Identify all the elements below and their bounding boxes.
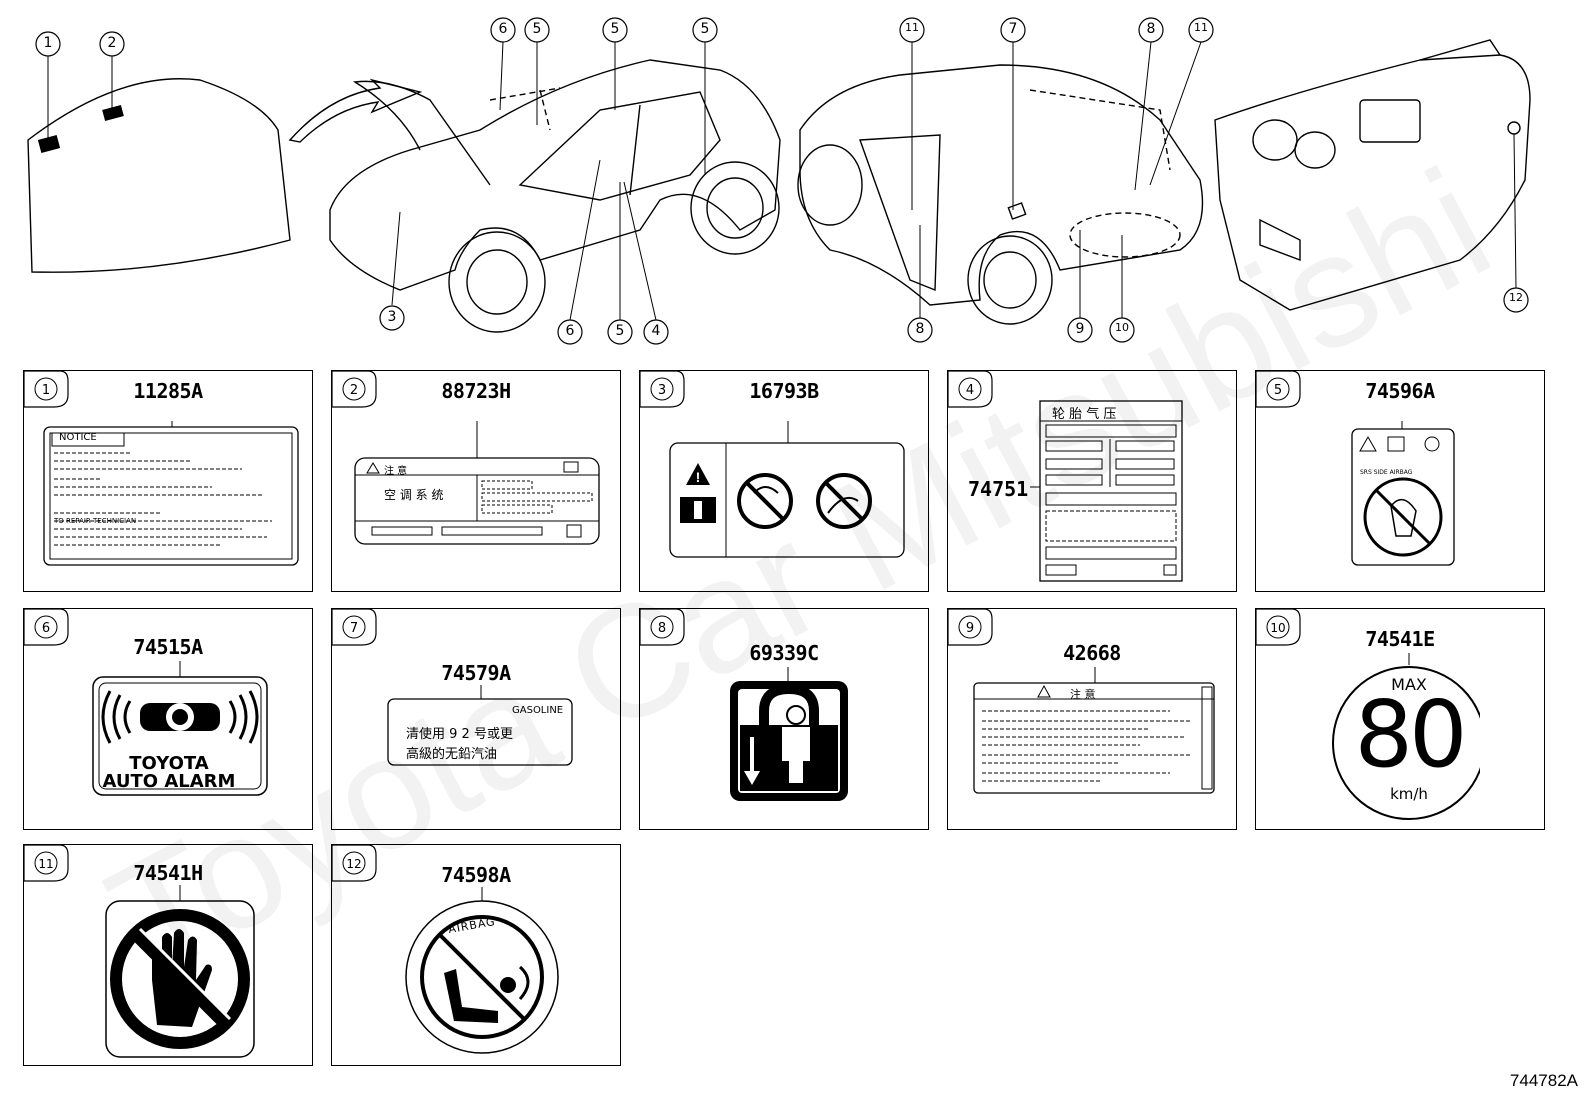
callout-number: 12 — [1509, 291, 1523, 304]
svg-text:1: 1 — [42, 383, 50, 398]
fuel-instruction-line2: 高級的无鉛汽油 — [406, 747, 498, 762]
index-badge: 3 — [640, 371, 685, 408]
part-number: 74596A — [1365, 379, 1435, 403]
svg-text:!: ! — [696, 469, 701, 485]
figure-reference: 744782A — [1509, 1071, 1578, 1090]
callout-number: 9 — [1075, 321, 1085, 337]
tire-pressure-title: 轮 胎 气 压 — [1052, 407, 1117, 422]
index-badge: 5 — [1256, 371, 1301, 408]
index-badge: 12 — [332, 845, 377, 882]
part-number: 69339C — [749, 641, 819, 665]
label-panel-1: 1 11285A NOTICE TO REPAIR TECHNICIAN — [23, 370, 313, 592]
label-panel-3: 3 16793B ! — [639, 370, 929, 592]
callout-number: 4 — [651, 323, 661, 339]
part-number: 42668 — [1063, 641, 1121, 665]
no-touch-label-art — [105, 885, 255, 1058]
svg-text:8: 8 — [658, 621, 666, 636]
index-badge: 11 — [24, 845, 69, 882]
label-panel-7: 7 74579A GASOLINE 清使用 9 2 号或更 高級的无鉛汽油 — [331, 608, 621, 830]
part-number: 88723H — [441, 379, 511, 403]
svg-text:7: 7 — [350, 621, 358, 636]
airbag-seat-label-art — [405, 887, 559, 1054]
part-number: 74598A — [441, 863, 511, 887]
srs-side-airbag-text: SRS SIDE AIRBAG — [1360, 469, 1413, 476]
part-number: 74751 — [968, 477, 1029, 501]
speed-value: 80 — [1354, 681, 1467, 788]
label-panel-5: 5 74596A SRS SIDE AIRBAG — [1255, 370, 1545, 592]
svg-text:12: 12 — [346, 857, 361, 871]
fuel-instruction-line1: 清使用 9 2 号或更 — [406, 727, 513, 742]
part-number: 74515A — [133, 635, 203, 659]
callout-number: 5 — [532, 21, 542, 37]
ac-label-art — [354, 421, 600, 545]
alarm-text-line2: AUTO ALARM — [102, 771, 236, 792]
index-badge: 2 — [332, 371, 377, 408]
part-number: 11285A — [133, 379, 203, 403]
label-panel-2: 2 88723H 注 意 空 调 系 统 — [331, 370, 621, 592]
svg-text:9: 9 — [966, 621, 974, 636]
vehicle-overview-illustration — [27, 17, 1531, 345]
label-panel-8: 8 69339C — [639, 608, 929, 830]
part-number: 74541H — [133, 861, 203, 885]
index-badge: 10 — [1256, 609, 1301, 646]
svg-text:6: 6 — [42, 621, 50, 636]
label-panel-6: 6 74515A TOYOTA AUTO ALARM — [23, 608, 313, 830]
callout-number: 2 — [107, 35, 117, 51]
notice-text: NOTICE — [59, 432, 97, 443]
callout-number: 8 — [915, 321, 925, 337]
index-badge: 6 — [24, 609, 69, 646]
technician-text: TO REPAIR TECHNICIAN — [54, 517, 137, 525]
svg-text:4: 4 — [966, 383, 974, 398]
label-panel-9: 9 42668 注 意 — [947, 608, 1237, 830]
callout-number: 5 — [610, 21, 620, 37]
callout-number: 6 — [565, 323, 575, 339]
index-badge: 8 — [640, 609, 685, 646]
callout-number: 5 — [615, 323, 625, 339]
callout-number: 10 — [1115, 321, 1129, 334]
label-panel-4: 4 74751 轮 胎 气 压 — [947, 370, 1237, 592]
svg-text:11: 11 — [38, 857, 53, 871]
label-panel-10: 10 74541E MAX 80 km/h — [1255, 608, 1545, 830]
svg-text:5: 5 — [1274, 383, 1282, 398]
svg-text:3: 3 — [658, 383, 666, 398]
airbag-warning-label-art: ! — [669, 421, 905, 558]
speed-limit-label-art — [1332, 653, 1480, 820]
index-badge: 4 — [948, 371, 993, 408]
part-number: 74579A — [441, 661, 511, 685]
caution-label-art — [973, 667, 1215, 794]
callout-number: 5 — [700, 21, 710, 37]
label-panel-11: 11 74541H — [23, 844, 313, 1066]
label-panel-12: 12 74598A AIRBAG — [331, 844, 621, 1066]
fuel-type-text: GASOLINE — [512, 705, 564, 716]
svg-text:10: 10 — [1270, 621, 1285, 635]
notice-label-art — [43, 421, 299, 566]
callout-number: 11 — [1194, 21, 1208, 34]
part-number: 74541E — [1365, 627, 1435, 651]
callout-number: 6 — [498, 21, 508, 37]
index-badge: 7 — [332, 609, 377, 646]
system-text: 空 调 系 统 — [384, 488, 444, 502]
caution-text: 注 意 — [1070, 688, 1096, 701]
callout-number: 8 — [1146, 21, 1156, 37]
svg-text:2: 2 — [350, 383, 358, 398]
speed-unit: km/h — [1390, 785, 1428, 803]
caution-text: 注 意 — [384, 466, 408, 477]
alarm-text-line1: TOYOTA — [129, 753, 209, 774]
srs-side-airbag-label-art — [1351, 421, 1455, 566]
max-text: MAX — [1391, 675, 1427, 694]
auto-alarm-label-art — [92, 661, 268, 796]
callout-number: 11 — [905, 21, 919, 34]
callout-number: 1 — [43, 35, 53, 51]
index-badge: 9 — [948, 609, 993, 646]
tire-pressure-label-art — [1030, 400, 1183, 582]
index-badge: 1 — [24, 371, 69, 408]
fuel-label-art — [387, 685, 573, 766]
part-number: 16793B — [749, 379, 819, 403]
callout-number: 7 — [1008, 21, 1018, 37]
child-lock-label-art — [730, 667, 848, 801]
callout-number: 3 — [387, 309, 397, 325]
